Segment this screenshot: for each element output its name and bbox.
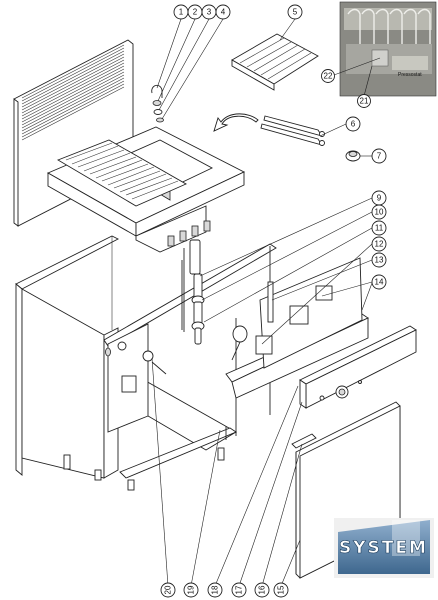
sensor-bulb [345, 150, 361, 162]
rotation-arrow-icon [213, 113, 259, 132]
callout-6: 6 [345, 116, 361, 132]
callout-16: 16 [254, 582, 270, 598]
callout-17-label: 17 [235, 585, 244, 594]
callout-18: 18 [207, 582, 223, 598]
callout-4-label: 4 [221, 8, 226, 17]
callout-15: 15 [273, 582, 289, 598]
callout-20: 20 [160, 582, 176, 598]
callout-7-label: 7 [377, 152, 382, 161]
callout-1: 1 [173, 4, 189, 20]
leader-lines [151, 18, 373, 587]
logo-text: SYSTEM [339, 538, 428, 558]
control-plate [225, 257, 369, 399]
drain-assembly [183, 239, 205, 345]
system-logo [334, 518, 434, 578]
callout-9-label: 9 [377, 194, 382, 203]
callout-21: 21 [357, 94, 371, 108]
heating-element [260, 115, 325, 146]
callout-7: 7 [371, 148, 387, 164]
callout-10-label: 10 [375, 208, 384, 217]
callout-13-label: 13 [375, 256, 384, 265]
callout-11: 11 [371, 220, 387, 236]
callout-2-label: 2 [193, 8, 198, 17]
callout-17: 17 [231, 582, 247, 598]
callout-20-label: 20 [164, 585, 173, 594]
callout-1-label: 1 [179, 8, 184, 17]
callout-12-label: 12 [375, 240, 384, 249]
valve-bracket [105, 323, 167, 433]
wire-rack [231, 33, 319, 91]
cabinet-body [15, 235, 277, 481]
fryer-tank-top [46, 126, 246, 253]
callout-5: 5 [287, 4, 303, 20]
photo-inset-label: Pressostat [398, 72, 422, 78]
small-fittings [151, 84, 164, 123]
callout-13: 13 [371, 252, 387, 268]
callout-18-label: 18 [211, 585, 220, 594]
control-fascia [299, 325, 417, 409]
callout-3: 3 [201, 4, 217, 20]
callout-6-label: 6 [351, 120, 356, 129]
callout-2: 2 [187, 4, 203, 20]
callout-19-label: 19 [187, 585, 196, 594]
callout-9: 9 [371, 190, 387, 206]
photo-inset [333, 1, 437, 97]
callout-14-label: 14 [375, 278, 384, 287]
callout-15-label: 15 [277, 585, 286, 594]
callout-21-label: 21 [360, 97, 369, 106]
callout-12: 12 [371, 236, 387, 252]
callout-22: 22 [321, 69, 335, 83]
callout-19: 19 [183, 582, 199, 598]
callout-3-label: 3 [207, 8, 212, 17]
callout-11-label: 11 [375, 224, 384, 233]
callout-14: 14 [371, 274, 387, 290]
callout-16-label: 16 [258, 585, 267, 594]
callout-5-label: 5 [293, 8, 298, 17]
callout-4: 4 [215, 4, 231, 20]
callout-22-label: 22 [324, 72, 333, 81]
callout-10: 10 [371, 204, 387, 220]
